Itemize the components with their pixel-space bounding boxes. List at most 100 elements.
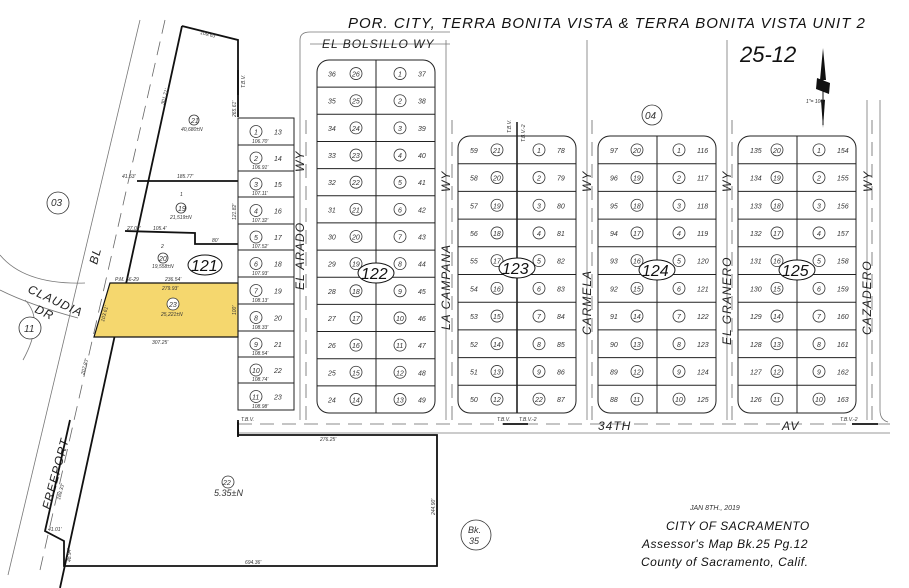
svg-text:27: 27 [327,316,337,323]
svg-text:694.36': 694.36' [245,560,262,566]
svg-text:38: 38 [418,99,426,106]
